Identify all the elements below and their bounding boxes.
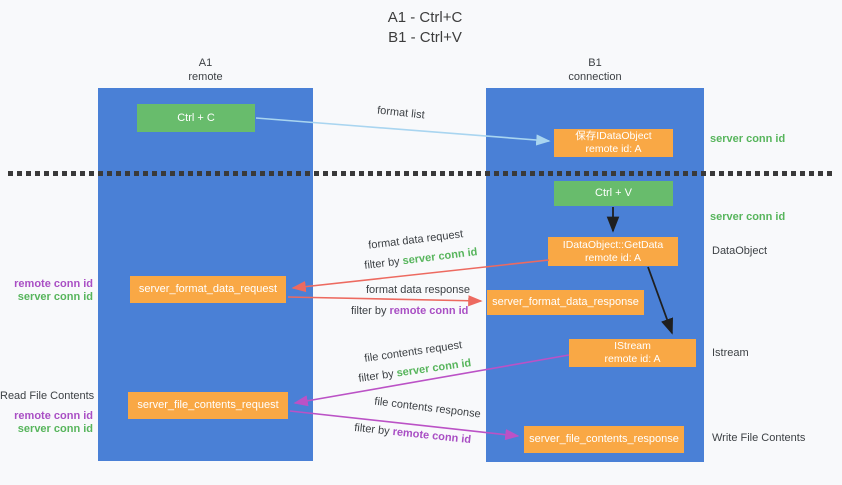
- label-file-contents-response: file contents response: [373, 395, 482, 421]
- server-conn-id-highlight: server conn id: [401, 246, 479, 268]
- annotation-istream: Istream: [712, 347, 749, 359]
- annotation-server-conn-id-left-1: server conn id: [17, 291, 93, 303]
- node-save-idataobject-line2: remote id: A: [585, 143, 642, 155]
- annotation-server-conn-id-top: server conn id: [710, 133, 786, 145]
- label-format-list: format list: [376, 104, 426, 122]
- filter-by-prefix: filter by: [363, 255, 401, 272]
- lane-a-header: A1 remote: [98, 56, 313, 84]
- node-save-idataobject-line1: 保存IDataObject: [575, 130, 652, 142]
- node-server-format-data-request-label: server_format_data_request: [138, 283, 278, 295]
- annotation-read-file-contents: Read File Contents: [0, 390, 95, 402]
- lane-b-header: B1 connection: [486, 56, 704, 84]
- node-idataobject-getdata-line2: remote id: A: [584, 251, 642, 264]
- node-istream-line2: remote id: A: [604, 353, 661, 365]
- lane-a-name: A1: [198, 57, 213, 69]
- title-line-ctrl-v: B1 - Ctrl+V: [388, 29, 462, 46]
- node-server-format-data-response: server_format_data_response: [487, 290, 644, 315]
- node-server-file-contents-response: server_file_contents_response: [524, 426, 684, 453]
- node-server-format-data-response-label: server_format_data_response: [492, 296, 639, 308]
- node-server-file-contents-request: server_file_contents_request: [128, 392, 288, 419]
- annotation-server-conn-id-middle: server conn id: [710, 211, 786, 223]
- node-ctrl-c-label: Ctrl + C: [177, 111, 215, 124]
- annotation-server-conn-id-left-2: server conn id: [17, 423, 93, 435]
- title-line-ctrl-c: A1 - Ctrl+C: [387, 9, 463, 26]
- lane-b-subtitle: connection: [568, 71, 622, 83]
- label-filter-by-remote-conn-id-1: filter by remote conn id: [351, 305, 468, 317]
- node-ctrl-v-label: Ctrl + V: [595, 187, 632, 199]
- annotation-remote-conn-id-left-2: remote conn id: [14, 410, 93, 422]
- node-server-file-contents-request-label: server_file_contents_request: [137, 399, 279, 411]
- node-idataobject-getdata: IDataObject::GetData remote id: A: [548, 237, 678, 266]
- arrow-format-data-response: [287, 295, 483, 307]
- node-save-idataobject: 保存IDataObject remote id: A: [554, 129, 673, 157]
- annotation-write-file-contents: Write File Contents: [712, 432, 806, 444]
- server-conn-id-highlight: server conn id: [395, 357, 473, 380]
- filter-by-prefix: filter by: [357, 368, 395, 385]
- annotation-remote-conn-id-left-1: remote conn id: [14, 278, 93, 290]
- node-server-file-contents-response-label: server_file_contents_response: [529, 433, 679, 445]
- label-format-data-response: format data response: [366, 284, 470, 296]
- filter-by-prefix: filter by: [351, 305, 387, 317]
- node-ctrl-c: Ctrl + C: [137, 104, 255, 132]
- node-server-format-data-request: server_format_data_request: [130, 276, 286, 303]
- filter-by-prefix: filter by: [353, 421, 391, 438]
- diagram-title: A1 - Ctrl+C B1 - Ctrl+V: [300, 8, 550, 48]
- lane-a-subtitle: remote: [188, 71, 223, 83]
- node-ctrl-v: Ctrl + V: [554, 181, 673, 206]
- annotation-dataobject: DataObject: [712, 245, 768, 257]
- copy-paste-separator-line: [8, 171, 836, 176]
- remote-conn-id-highlight: remote conn id: [389, 305, 469, 317]
- label-format-data-request: format data request: [367, 228, 464, 252]
- node-istream: IStream remote id: A: [569, 339, 696, 367]
- node-idataobject-getdata-line1: IDataObject::GetData: [562, 238, 664, 251]
- label-filter-by-remote-conn-id-2: filter by remote conn id: [354, 422, 472, 446]
- lane-b-name: B1: [588, 57, 602, 69]
- node-istream-line1: IStream: [614, 340, 651, 352]
- remote-conn-id-highlight: remote conn id: [392, 425, 472, 447]
